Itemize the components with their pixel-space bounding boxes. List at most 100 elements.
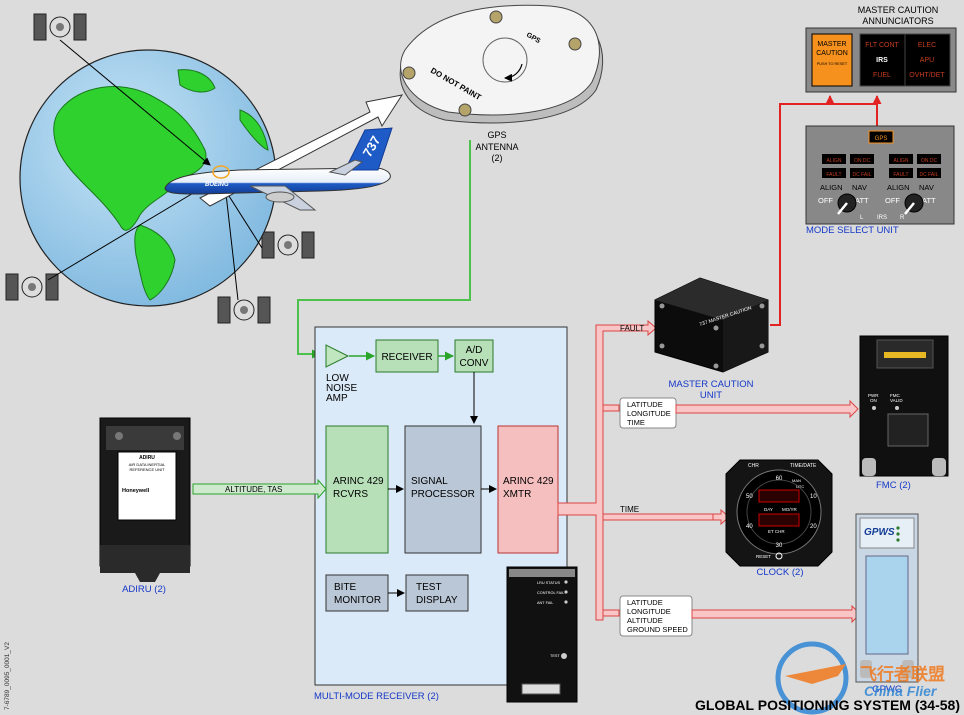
satellite-icon xyxy=(33,13,87,41)
clock-num: 10 xyxy=(810,494,817,500)
msu-nav-label: NAV xyxy=(852,183,867,192)
msu-right-lights: ALIGN ON DC FAULT DC FAIL xyxy=(889,154,941,178)
arinc-xmtr-label: XMTR xyxy=(503,489,531,500)
msu-irs-l: L xyxy=(860,215,864,221)
clock-reset: RESET xyxy=(756,554,771,559)
arinc-rcvrs-label: ARINC 429 xyxy=(333,476,384,487)
clock-time-date: TIME/DATE xyxy=(790,463,817,469)
gpws-label: GPWC xyxy=(872,684,902,695)
lna-label: LOW xyxy=(326,373,349,384)
master-caution-light[interactable] xyxy=(811,33,853,87)
fmc-data-arrow xyxy=(675,399,859,419)
watermark-en: China Flier xyxy=(864,683,938,699)
signal-processor-label: SIGNAL xyxy=(411,476,448,487)
annunciators-heading: ANNUNCIATORS xyxy=(862,16,933,26)
test-display-box xyxy=(405,574,469,612)
fmc-text: FMC xyxy=(890,393,900,398)
satellite-icon xyxy=(217,296,271,324)
fmc-text: ON xyxy=(870,398,877,403)
msu-att-label: ATT xyxy=(855,196,869,205)
fmc-text: VALID xyxy=(890,398,903,403)
fmc-label: FMC (2) xyxy=(876,480,911,491)
clock-mo-yr: MO/YR xyxy=(782,507,798,512)
bite-monitor-box xyxy=(325,574,389,612)
gpws-unit: GPWS xyxy=(855,513,919,683)
mmr-unit-text: ANT FAIL xyxy=(537,601,553,605)
fault-label: FAULT xyxy=(620,324,644,333)
fmc-data-label: LONGITUDE xyxy=(627,409,671,418)
clock-label: CLOCK (2) xyxy=(757,567,804,578)
msu-gps-text: GPS xyxy=(875,136,888,142)
lna-amplifier xyxy=(325,344,350,368)
airplane-brand: BOEING xyxy=(205,182,229,188)
irs-mode-knob-left[interactable] xyxy=(837,193,857,215)
msu-light-text: DC FAIL xyxy=(853,172,872,178)
adiru-plate-text: AIR DATA INERTIAL xyxy=(129,462,166,467)
fmc-data-label: LATITUDE xyxy=(627,400,663,409)
receiver-box xyxy=(375,339,439,373)
annunciator-irs: IRS xyxy=(876,57,888,64)
time-label: TIME xyxy=(620,505,639,514)
msu-left-lights: ALIGN ON DC FAULT DC FAIL xyxy=(822,154,874,178)
gpws-data-arrow xyxy=(691,604,861,624)
clock-man: MAN xyxy=(792,478,801,483)
arinc-rcvrs-box xyxy=(325,425,389,554)
clock-num: 40 xyxy=(746,524,753,530)
lna-label: AMP xyxy=(326,393,348,404)
msu-align-label: ALIGN xyxy=(887,183,910,192)
msu-off-label: OFF xyxy=(885,196,900,205)
mmr-unit-image: LRU STATUS CONTROL FAIL ANT FAIL TEST xyxy=(506,566,578,703)
annunciator-ovht: OVHT/DET xyxy=(909,72,945,79)
irs-mode-knob-right[interactable] xyxy=(904,193,924,215)
clock-num: 50 xyxy=(746,494,753,500)
altitude-tas-label: ALTITUDE, TAS xyxy=(225,485,282,494)
msu-att-label: ATT xyxy=(922,196,936,205)
msu-nav-label: NAV xyxy=(919,183,934,192)
annunciator-flt-cont: FLT CONT xyxy=(865,42,899,49)
gpws-data-label: LATITUDE xyxy=(627,598,663,607)
master-caution-text: CAUTION xyxy=(816,50,848,57)
ad-conv-box xyxy=(454,339,494,373)
mmr-unit-test: TEST xyxy=(550,654,560,658)
msu-light-text: FAULT xyxy=(826,172,841,178)
mcu-label: UNIT xyxy=(700,390,722,401)
adiru-plate-text: REFERENCE UNIT xyxy=(129,467,165,472)
msu-label: MODE SELECT UNIT xyxy=(806,225,899,236)
watermark-cn: 飞行者联盟 xyxy=(860,664,945,684)
gpws-data-label: GROUND SPEED xyxy=(627,625,688,634)
adiru-label: ADIRU (2) xyxy=(122,584,166,595)
clock-num: 30 xyxy=(776,543,783,549)
clock-utc: UTC xyxy=(796,484,804,489)
ad-conv-label: A/D xyxy=(466,345,483,356)
page-title: GLOBAL POSITIONING SYSTEM (34-58) xyxy=(695,697,960,713)
annunciator-fuel: FUEL xyxy=(873,72,891,79)
adiru-plate-text: ADIRU xyxy=(139,455,155,461)
mmr-unit-text: LRU STATUS xyxy=(537,581,561,585)
msu-light-text: DC FAIL xyxy=(920,172,939,178)
master-caution-unit: 737 MASTER CAUTION xyxy=(654,277,769,373)
msu-irs: IRS xyxy=(877,215,887,221)
antenna-label: (2) xyxy=(492,153,503,163)
altitude-tas-arrow: ALTITUDE, TAS xyxy=(192,478,327,500)
fmc-unit: PWR ON FMC VALID xyxy=(859,335,949,477)
ad-conv-label: CONV xyxy=(460,358,489,369)
adiru-maker: Honeywell xyxy=(122,488,150,494)
arinc-rcvrs-label: RCVRS xyxy=(333,489,368,500)
clock-num: 60 xyxy=(776,476,783,482)
gpws-data-label: ALTITUDE xyxy=(627,616,663,625)
msu-light-text: ON DC xyxy=(921,158,938,164)
fmc-data-label: TIME xyxy=(627,418,645,427)
msu-light-text: FAULT xyxy=(893,172,908,178)
clock-chr: CHR xyxy=(748,463,759,469)
adiru-unit: ADIRU AIR DATA INERTIAL REFERENCE UNIT H… xyxy=(99,417,191,582)
output-bus xyxy=(557,319,722,621)
fmc-text: PWR xyxy=(868,393,879,398)
gpws-data-label: LONGITUDE xyxy=(627,607,671,616)
annunciator-elec: ELEC xyxy=(918,42,936,49)
satellite-icon xyxy=(5,273,59,301)
msu-align-label: ALIGN xyxy=(820,183,843,192)
test-display-label: TEST xyxy=(416,582,442,593)
figure-id: 7-6789_0095_0001_V2 xyxy=(4,642,11,710)
antenna-label: ANTENNA xyxy=(475,142,518,152)
lna-label: NOISE xyxy=(326,383,357,394)
